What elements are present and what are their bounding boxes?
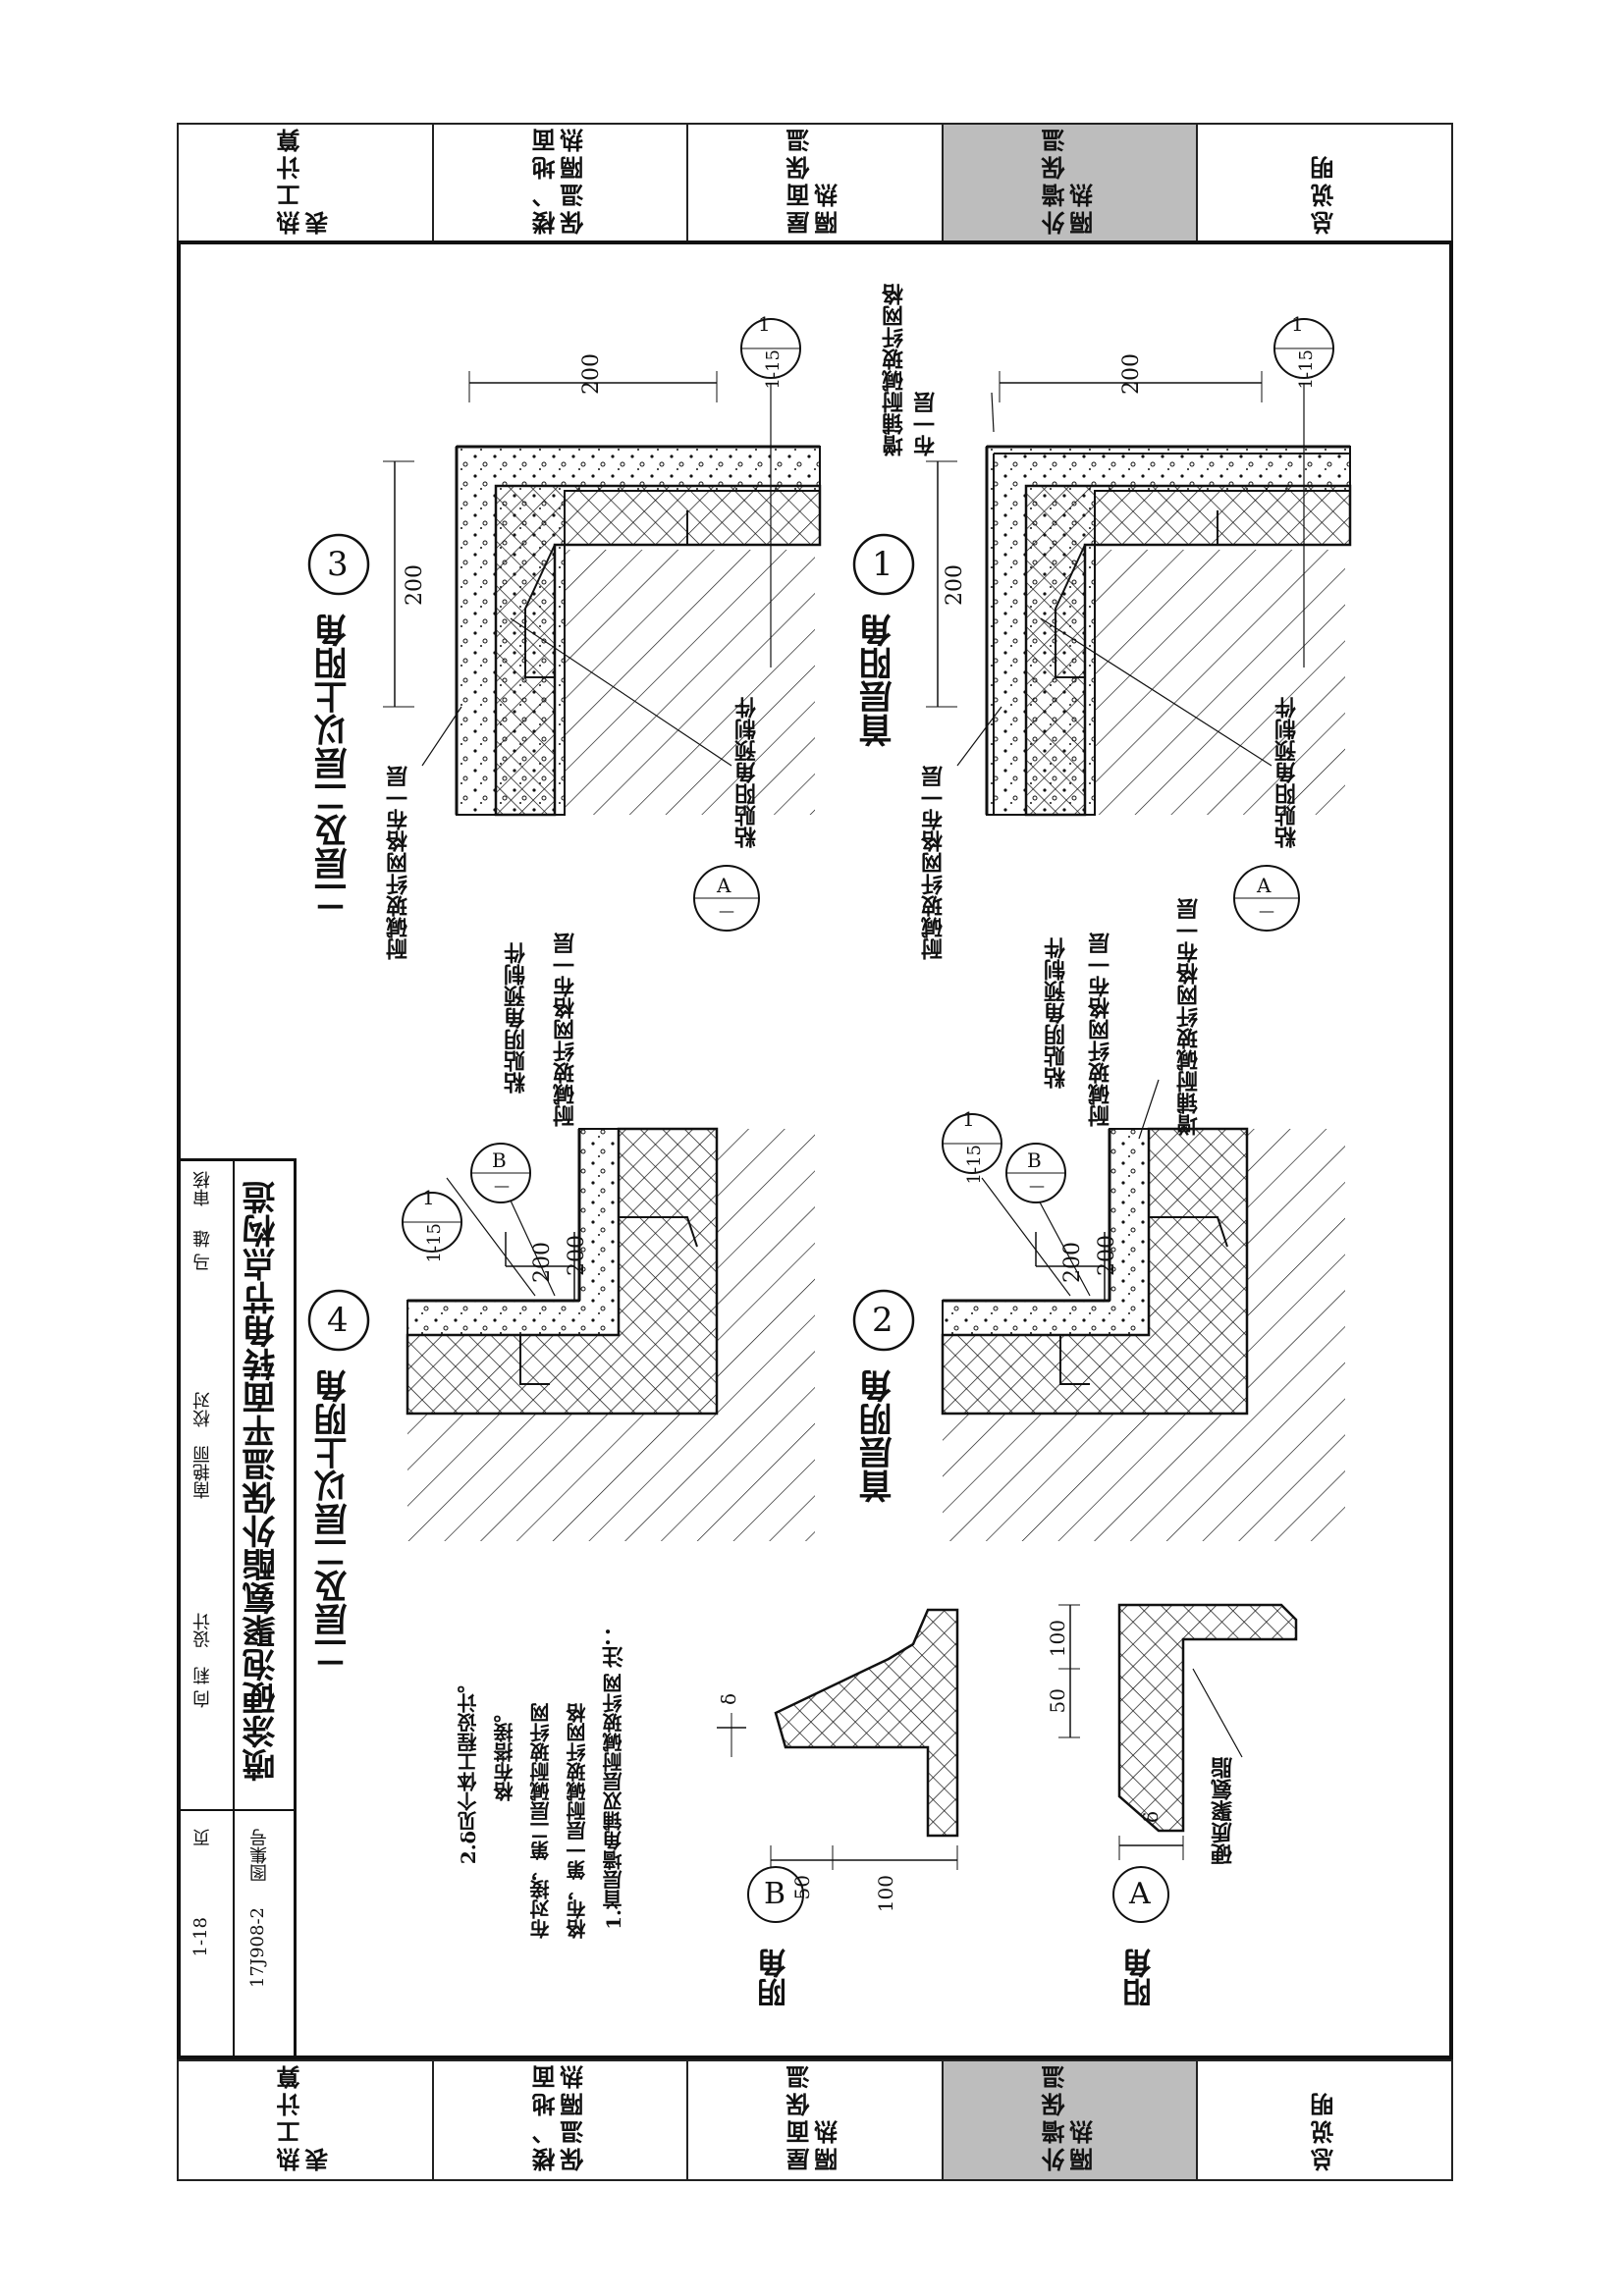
ref-top: 1 bbox=[758, 312, 771, 336]
tab-heat-calc[interactable]: 热工计算表 bbox=[177, 2061, 432, 2179]
callout-letter: A bbox=[717, 874, 731, 897]
atlas-value: 17J908-2 bbox=[247, 1907, 268, 1989]
tab-roof[interactable]: 屋面保温隔热 bbox=[686, 125, 942, 242]
tab-strip-bottom: 热工计算表 楼、地面保温隔热 屋面保温隔热 外墙保温隔热 总说明 bbox=[177, 2059, 1453, 2181]
tab-wall[interactable]: 外墙保温隔热 bbox=[941, 125, 1197, 242]
dim-vertical: 200 bbox=[530, 1242, 555, 1283]
dim-horizontal: 200 bbox=[565, 1235, 589, 1276]
note-precast: 粘贴阳角预制件 bbox=[734, 697, 760, 848]
dim-horizontal: 200 bbox=[579, 353, 604, 395]
tab-floor[interactable]: 楼、地面保温隔热 bbox=[431, 125, 687, 242]
callout-letter: B bbox=[492, 1148, 507, 1172]
tab-floor[interactable]: 楼、地面保温隔热 bbox=[431, 2061, 687, 2179]
dim-50: 50 bbox=[790, 1875, 814, 1900]
detail-2-number-circle bbox=[852, 1289, 915, 1352]
audit-label: 审核 bbox=[192, 1171, 213, 1206]
notes-line: 布对接，第二层碱耐玻纤网 bbox=[529, 1703, 553, 1939]
dim-delta: δ bbox=[717, 1693, 740, 1706]
dim-50: 50 bbox=[1046, 1688, 1069, 1714]
ref-bottom: 1-15 bbox=[763, 349, 784, 390]
note-mesh-extra: 增铺耐碱玻纤网格布一层 bbox=[1176, 898, 1202, 1136]
title-row-box bbox=[179, 1161, 235, 2056]
design-name: 向 莉 bbox=[192, 1667, 213, 1708]
note-mesh: 耐碱玻纤网格布一层 bbox=[553, 933, 578, 1127]
callout-letter: A bbox=[1257, 874, 1272, 897]
dim-vertical: 200 bbox=[943, 564, 967, 606]
page-value: 1-18 bbox=[190, 1917, 211, 1957]
detail-title: 二层及二层以上阳角 bbox=[314, 614, 353, 914]
part-letter: B bbox=[764, 1877, 786, 1911]
tab-heat-calc[interactable]: 热工计算表 bbox=[177, 125, 432, 242]
note-mesh: 耐碱玻纤网格布一层 bbox=[1088, 933, 1113, 1127]
tab-roof[interactable]: 屋面保温隔热 bbox=[686, 2061, 942, 2179]
detail-4-drawing bbox=[402, 1127, 815, 1541]
ref-bottom: 1-15 bbox=[964, 1145, 985, 1185]
detail-2-drawing bbox=[941, 1079, 1345, 1541]
atlas-label: 图集号 bbox=[249, 1829, 270, 1882]
drawing-frame bbox=[177, 240, 1453, 2059]
ref-top: 1 bbox=[422, 1186, 435, 1209]
check-name: 南艳丽 bbox=[192, 1446, 213, 1499]
dim-vertical: 200 bbox=[1060, 1242, 1085, 1283]
dim-100: 100 bbox=[874, 1875, 897, 1913]
notes-line: 2.δ见个体工程设计。 bbox=[457, 1674, 480, 1865]
part-a-drawing bbox=[1058, 1603, 1298, 1923]
note-precast: 粘贴阳角预制件 bbox=[1274, 697, 1300, 848]
ref-top: 1 bbox=[962, 1107, 975, 1131]
callout-sub: — bbox=[719, 901, 734, 920]
detail-title: 首层阳角 bbox=[859, 614, 898, 747]
drawing-title: 喷涂硬泡聚氨酯外保温平面转角节点构造 bbox=[243, 1181, 282, 1782]
part-title: 阳角 bbox=[1123, 1949, 1158, 2007]
design-label: 设计 bbox=[192, 1613, 213, 1648]
callout-sub: — bbox=[494, 1176, 510, 1195]
detail-1-number-circle bbox=[852, 533, 915, 596]
part-title: 阴角 bbox=[758, 1949, 792, 2007]
note-mesh: 耐碱玻纤网格布一层 bbox=[921, 766, 947, 960]
detail-number: 4 bbox=[327, 1301, 349, 1340]
detail-3-drawing bbox=[383, 318, 822, 932]
tab-wall[interactable]: 外墙保温隔热 bbox=[941, 2061, 1197, 2179]
detail-number: 1 bbox=[872, 545, 893, 584]
note-mesh: 耐碱玻纤网格布一层 bbox=[386, 766, 411, 960]
part-material: 硬质聚氨脂 bbox=[1211, 1757, 1236, 1865]
callout-sub: — bbox=[1029, 1176, 1045, 1195]
callout-letter: B bbox=[1027, 1148, 1042, 1172]
audit-name: 马 雄 bbox=[192, 1230, 213, 1271]
ref-bottom: 1-15 bbox=[1296, 349, 1317, 390]
page-label: 页 bbox=[192, 1829, 213, 1846]
note-precast: 粘贴阴角预制件 bbox=[504, 942, 529, 1094]
dim-100: 100 bbox=[1046, 1620, 1069, 1658]
ref-top: 1 bbox=[1291, 312, 1304, 336]
title-divider bbox=[179, 1809, 295, 1811]
note-precast: 粘贴阴角预制件 bbox=[1044, 937, 1069, 1089]
detail-title: 二层及二层以上阴角 bbox=[314, 1369, 353, 1670]
detail-3-number-circle bbox=[307, 533, 370, 596]
dim-horizontal: 200 bbox=[1119, 353, 1144, 395]
tab-general[interactable]: 总说明 bbox=[1196, 125, 1453, 242]
note-mesh-extra: 增铺耐碱玻纤网格布一层 bbox=[882, 284, 939, 456]
tab-general[interactable]: 总说明 bbox=[1196, 2061, 1453, 2179]
notes-heading: 注： bbox=[602, 1625, 627, 1668]
detail-number: 2 bbox=[872, 1301, 893, 1340]
part-b-drawing bbox=[717, 1608, 959, 1923]
dim-horizontal: 200 bbox=[1095, 1235, 1119, 1276]
notes-line: 格布搭接。 bbox=[493, 1703, 516, 1801]
check-label: 校对 bbox=[192, 1392, 213, 1427]
detail-4-number-circle bbox=[307, 1289, 370, 1352]
callout-sub: — bbox=[1259, 901, 1274, 920]
detail-number: 3 bbox=[327, 545, 349, 584]
ref-bottom: 1-15 bbox=[424, 1223, 445, 1263]
notes-line: 格布，第一层耐碱玻纤网格 bbox=[566, 1703, 589, 1939]
title-block: 喷涂硬泡聚氨酯外保温平面转角节点构造 审核 马 雄 校对 南艳丽 设计 向 莉 … bbox=[179, 1158, 297, 2057]
notes-line: 1.首层墙角铺双层耐碱玻纤网 bbox=[602, 1674, 625, 1930]
dim-delta: δ bbox=[1139, 1811, 1163, 1824]
part-letter: A bbox=[1129, 1877, 1151, 1911]
detail-1-drawing bbox=[926, 318, 1352, 932]
detail-title: 首层阴角 bbox=[859, 1369, 898, 1503]
dim-vertical: 200 bbox=[403, 564, 427, 606]
